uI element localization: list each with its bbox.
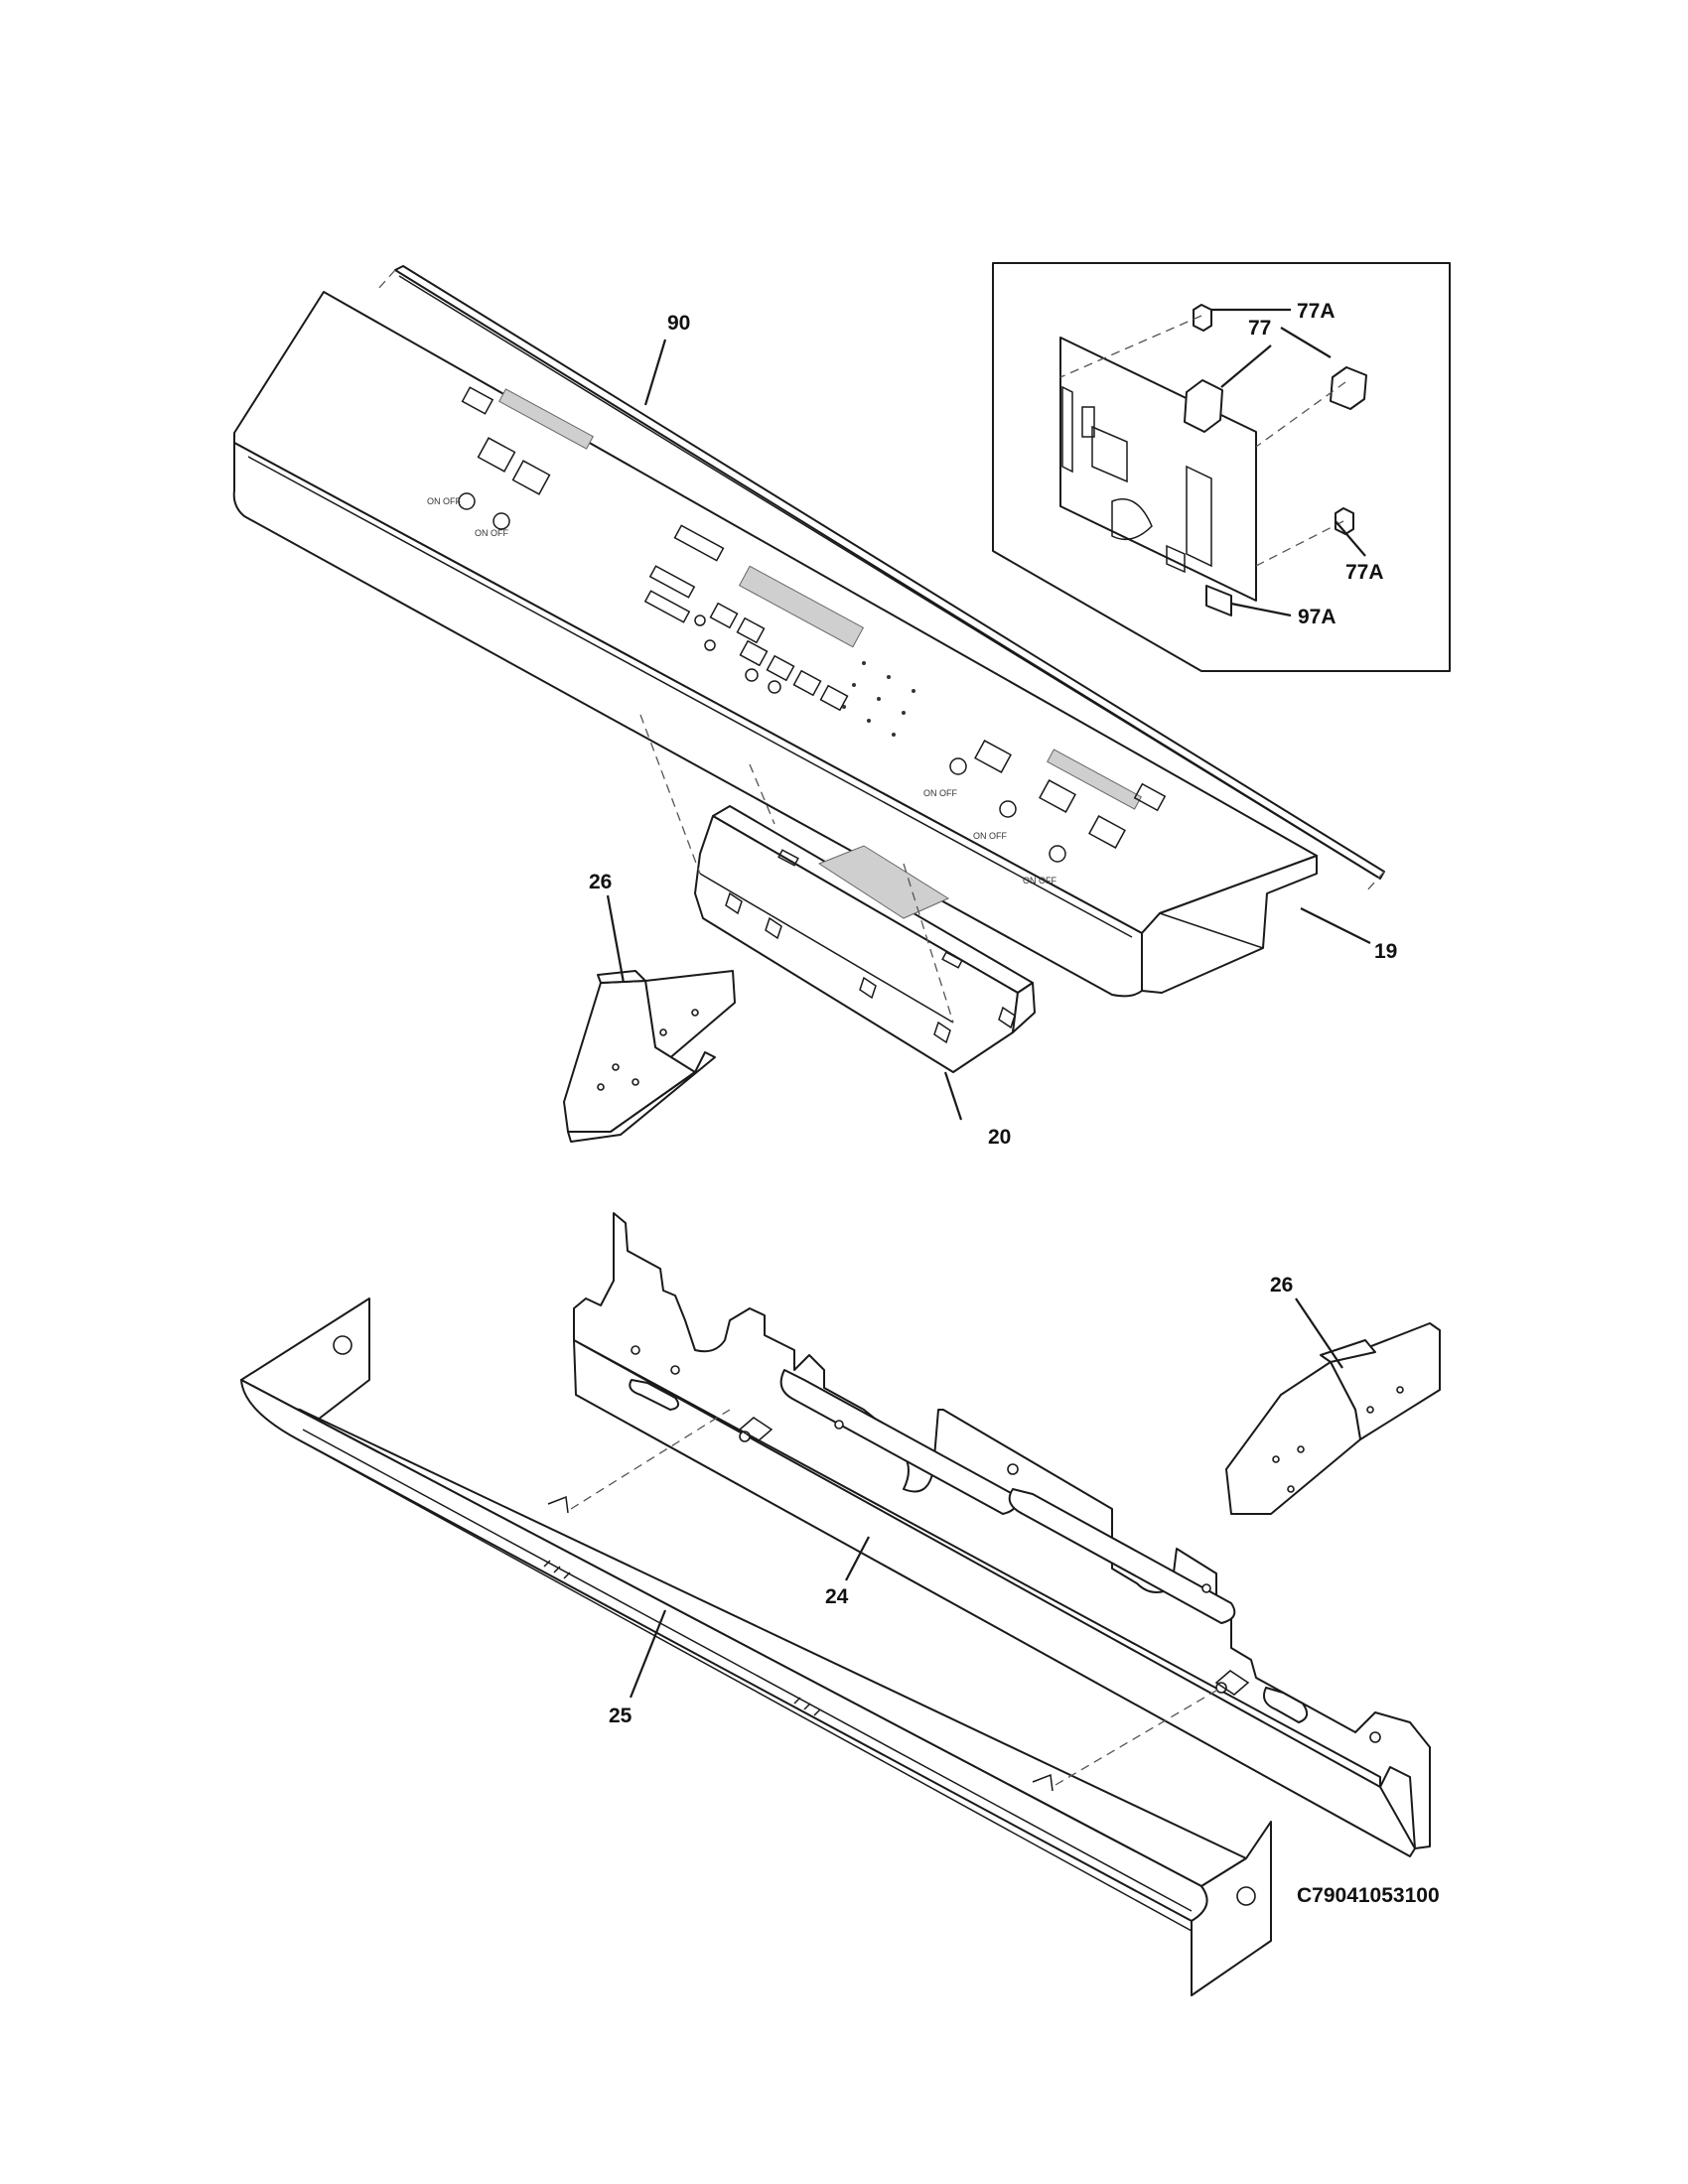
part-24-rear-bracket — [573, 1212, 1431, 1857]
callout-26-top: 26 — [589, 871, 612, 893]
svg-text:ON OFF: ON OFF — [923, 788, 957, 798]
callout-77: 77 — [1248, 317, 1271, 340]
svg-text:ON OFF: ON OFF — [1023, 876, 1056, 886]
part-26-bracket-top — [563, 970, 736, 1143]
callout-77A-right: 77A — [1345, 561, 1384, 584]
callout-26-bottom: 26 — [1270, 1274, 1293, 1297]
callout-19: 19 — [1374, 940, 1397, 963]
inset-control-board — [992, 262, 1451, 672]
callout-labels: 90 77A 77 77A 97A 26 19 20 26 24 25 C790… — [589, 300, 1440, 1907]
callout-77A-top: 77A — [1297, 300, 1336, 323]
part-20-control-board — [694, 805, 1036, 1073]
svg-text:ON OFF: ON OFF — [427, 496, 461, 506]
callout-20: 20 — [988, 1126, 1011, 1149]
drawing-code: C79041053100 — [1297, 1884, 1440, 1907]
part-25-lower-trim — [240, 1297, 1272, 1996]
svg-text:ON OFF: ON OFF — [475, 528, 508, 538]
part-19-control-panel: ON OFF ON OFF ON OFF ON OFF — [232, 291, 1318, 998]
leader-lines — [606, 308, 1371, 1699]
alignment-dashes — [376, 269, 1385, 1786]
callout-97A: 97A — [1298, 606, 1336, 628]
svg-text:ON OFF: ON OFF — [973, 831, 1007, 841]
part-26-bracket-bottom — [1225, 1322, 1441, 1515]
callout-90: 90 — [667, 312, 690, 335]
callout-24: 24 — [825, 1585, 849, 1608]
callout-25: 25 — [609, 1705, 633, 1727]
